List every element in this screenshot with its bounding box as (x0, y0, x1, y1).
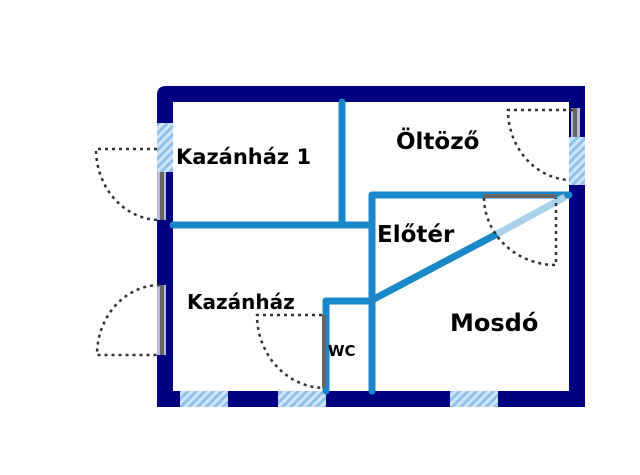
window-bottom-1 (180, 391, 228, 407)
door-left-1[interactable] (94, 147, 164, 222)
partition-diagonal-glass (495, 193, 567, 238)
window-right (569, 137, 585, 185)
partition-diagonal (368, 230, 501, 304)
window-bottom-3 (450, 391, 498, 407)
door-mosdo[interactable] (482, 194, 558, 267)
door-left-2[interactable] (95, 283, 164, 357)
room-label-kazanhaz: Kazánház (187, 290, 295, 314)
door-wc[interactable] (255, 313, 326, 390)
room-label-wc: WC (328, 342, 356, 360)
window-bottom-2 (278, 391, 326, 407)
room-label-mosdo: Mosdó (450, 309, 538, 337)
room-label-eloter: Előtér (377, 222, 455, 248)
room-label-oltozo: Öltöző (396, 127, 479, 155)
room-label-kazanhaz-1: Kazánház 1 (176, 145, 311, 169)
window-left (157, 123, 173, 172)
door-oltozo[interactable] (506, 108, 577, 182)
